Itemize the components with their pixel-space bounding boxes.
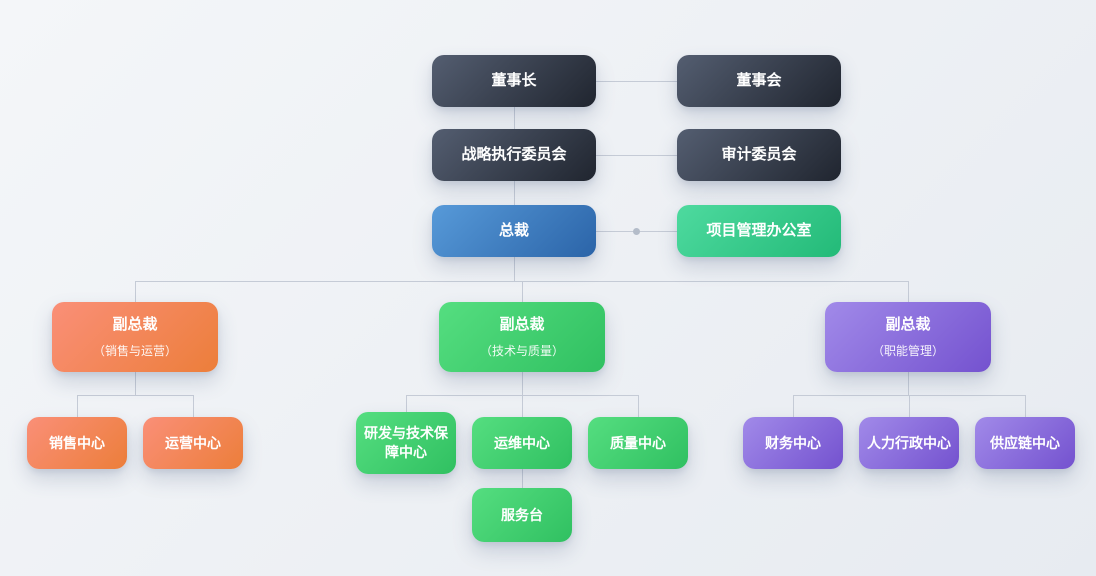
org-node-pmo[interactable]: 项目管理办公室 (677, 205, 841, 257)
org-node-vp-tech[interactable]: 副总裁 （技术与质量） (439, 302, 605, 372)
node-label: 副总裁 (112, 315, 158, 333)
bus-president-vps (135, 281, 908, 282)
org-node-hr-admin-center[interactable]: 人力行政中心 (859, 417, 959, 469)
node-subtitle: （技术与质量） (479, 344, 564, 359)
drop-ops-center (522, 395, 523, 417)
drop-rd-center (406, 395, 407, 412)
org-node-rd-center[interactable]: 研发与技术保障中心 (356, 412, 456, 474)
node-subtitle: （销售与运营） (92, 344, 177, 359)
connector-strategy-president (514, 181, 515, 205)
org-node-strategy-committee[interactable]: 战略执行委员会 (432, 129, 596, 181)
node-subtitle: （职能管理） (871, 344, 944, 359)
org-node-board[interactable]: 董事会 (677, 55, 841, 107)
connector-ops-servicedesk (522, 469, 523, 488)
stub-vp-tech (522, 372, 523, 395)
drop-operations-center (193, 395, 194, 417)
org-node-operations-center[interactable]: 运营中心 (143, 417, 243, 469)
stub-vp-functional (908, 372, 909, 395)
node-label: 销售中心 (49, 434, 105, 451)
connector-president-bus (514, 257, 515, 281)
drop-hr-admin-center (909, 395, 910, 417)
org-node-chairman[interactable]: 董事长 (432, 55, 596, 107)
stub-vp-sales (135, 372, 136, 395)
drop-quality-center (638, 395, 639, 417)
node-label: 运维中心 (494, 434, 550, 451)
org-node-supply-chain-center[interactable]: 供应链中心 (975, 417, 1075, 469)
node-label: 战略执行委员会 (461, 145, 567, 163)
org-node-audit-committee[interactable]: 审计委员会 (677, 129, 841, 181)
org-node-president[interactable]: 总裁 (432, 205, 596, 257)
org-node-quality-center[interactable]: 质量中心 (588, 417, 688, 469)
node-label: 副总裁 (885, 315, 931, 333)
node-label: 财务中心 (765, 434, 821, 451)
org-node-vp-functional[interactable]: 副总裁 （职能管理） (825, 302, 991, 372)
org-node-sales-center[interactable]: 销售中心 (27, 417, 127, 469)
bus-sales-group (77, 395, 193, 396)
node-label: 董事长 (491, 71, 537, 89)
node-label: 审计委员会 (721, 145, 797, 163)
node-label: 副总裁 (499, 315, 545, 333)
connector-strategy-audit (596, 155, 677, 156)
connector-chairman-board (596, 81, 677, 82)
org-node-vp-sales[interactable]: 副总裁 （销售与运营） (52, 302, 218, 372)
drop-supply-chain-center (1025, 395, 1026, 417)
drop-vp-functional (908, 281, 909, 302)
drop-vp-tech (522, 281, 523, 302)
node-label: 项目管理办公室 (706, 221, 812, 239)
node-label: 总裁 (498, 221, 529, 239)
org-node-finance-center[interactable]: 财务中心 (743, 417, 843, 469)
node-label: 董事会 (736, 71, 782, 89)
connector-dot (633, 228, 640, 235)
node-label: 服务台 (501, 506, 543, 523)
node-label: 人力行政中心 (867, 434, 951, 451)
node-label: 运营中心 (165, 434, 221, 451)
drop-finance-center (793, 395, 794, 417)
node-label: 供应链中心 (990, 434, 1060, 451)
node-label: 质量中心 (610, 434, 666, 451)
drop-vp-sales (135, 281, 136, 302)
node-label: 研发与技术保障中心 (364, 425, 448, 460)
connector-chairman-strategy (514, 107, 515, 129)
org-node-ops-center[interactable]: 运维中心 (472, 417, 572, 469)
org-node-service-desk[interactable]: 服务台 (472, 488, 572, 542)
drop-sales-center (77, 395, 78, 417)
